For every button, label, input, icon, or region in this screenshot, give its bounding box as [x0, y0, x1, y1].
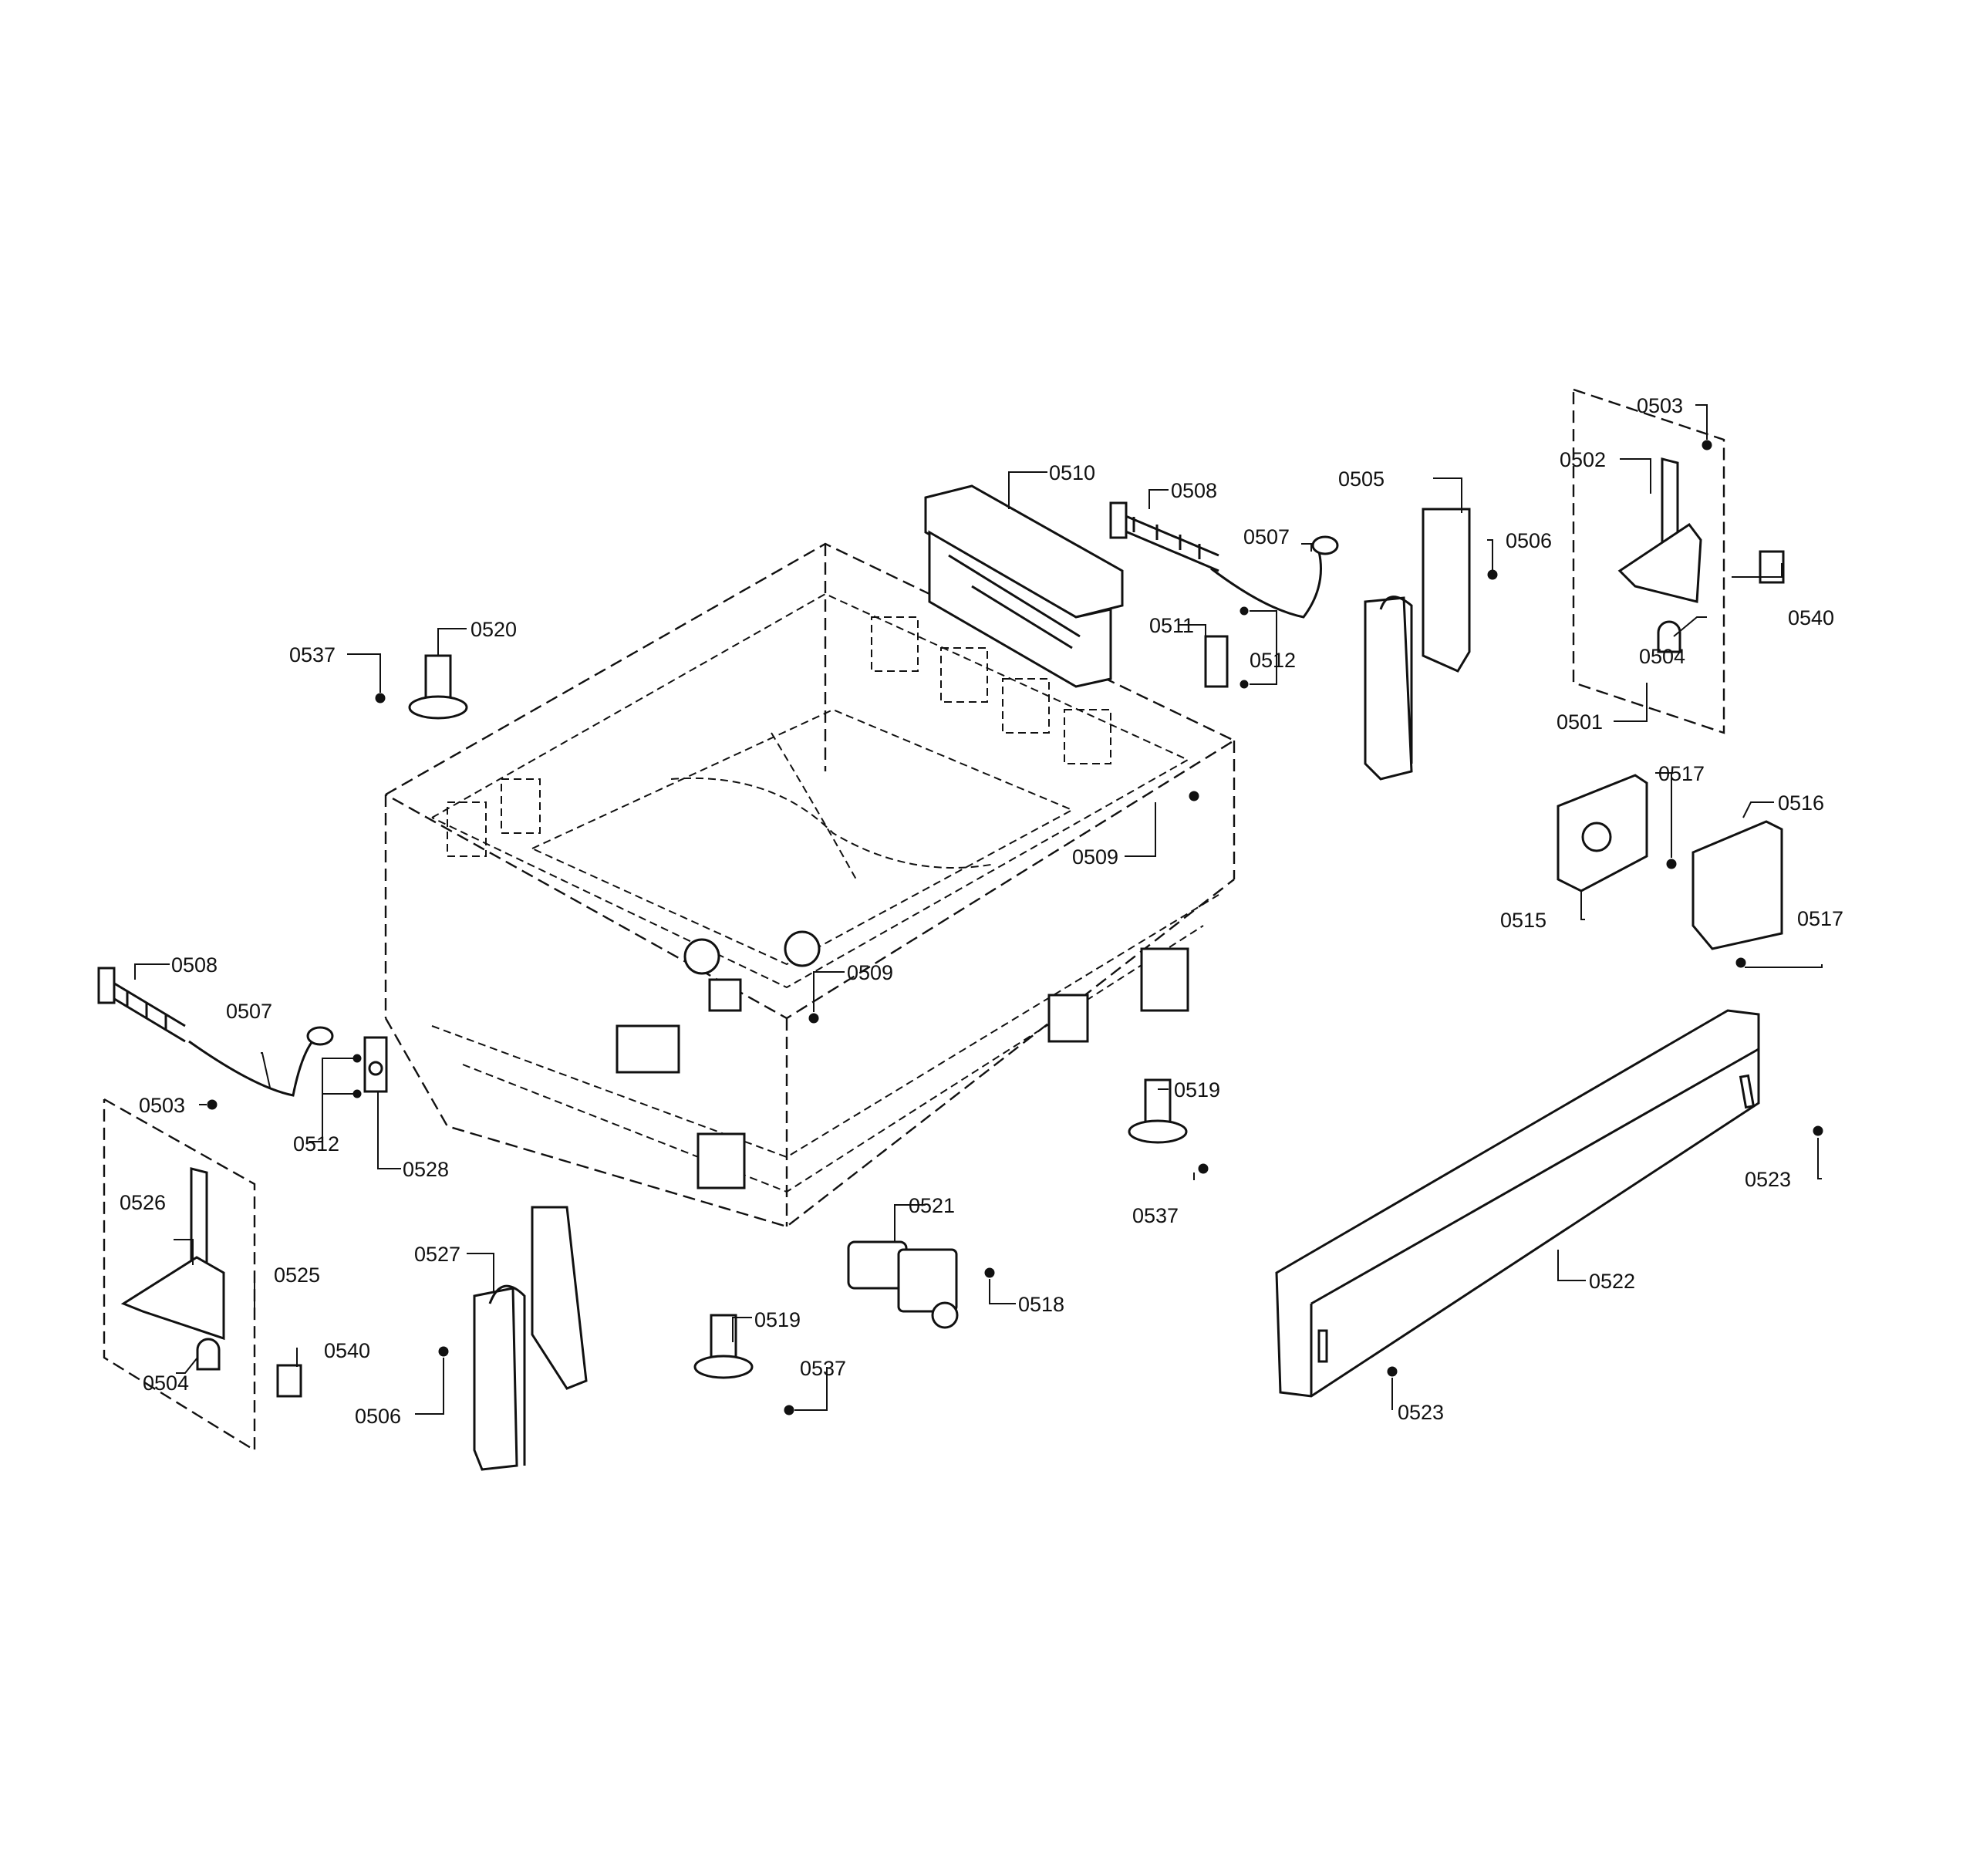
label-0504-left: 0504	[143, 1372, 189, 1395]
label-0503-left: 0503	[139, 1094, 185, 1117]
part-0501-hinge-group-right	[1572, 388, 1725, 734]
label-0523-lower: 0523	[1398, 1401, 1444, 1424]
part-0516-cover	[1691, 820, 1783, 950]
part-0507-cable-left	[188, 1026, 334, 1097]
part-0508-hinge-spring-left	[97, 967, 186, 1043]
label-0505: 0505	[1338, 467, 1385, 491]
label-0510: 0510	[1049, 461, 1095, 484]
label-0527: 0527	[414, 1243, 460, 1266]
leader-lines	[134, 404, 1823, 1415]
label-0520: 0520	[471, 618, 517, 641]
part-labels: 0510 0508 0507 0505 0506 0503 0502 0504 …	[120, 394, 1843, 1428]
label-0519-left: 0519	[754, 1308, 801, 1331]
label-0516: 0516	[1778, 791, 1824, 815]
part-0510-control-module	[924, 484, 1124, 688]
label-0540-right: 0540	[1788, 606, 1834, 629]
label-0537-upper: 0537	[289, 643, 336, 666]
label-0502: 0502	[1560, 448, 1606, 471]
label-0503-right: 0503	[1637, 394, 1683, 417]
label-0512-left: 0512	[293, 1132, 339, 1156]
part-0521-inlet-valve	[847, 1240, 959, 1329]
label-0517-upper: 0517	[1658, 762, 1705, 785]
part-0527-hinge-bracket	[473, 1206, 588, 1471]
part-0525-hinge-group-left	[103, 1098, 256, 1453]
part-0507-cable-right	[1210, 535, 1339, 619]
part-0511-bracket	[1204, 635, 1229, 688]
part-0519-leveling-foot-left	[693, 1314, 754, 1379]
label-0517-lower: 0517	[1797, 907, 1843, 930]
label-0526: 0526	[120, 1191, 166, 1214]
label-0515: 0515	[1500, 909, 1546, 932]
part-0508-hinge-spring-right	[1109, 501, 1219, 572]
label-0537-right: 0537	[1132, 1204, 1179, 1227]
part-0519-leveling-foot-right	[1128, 1078, 1188, 1144]
label-0501: 0501	[1557, 710, 1603, 734]
label-0522: 0522	[1589, 1270, 1635, 1293]
label-0512-right: 0512	[1250, 649, 1296, 672]
label-0511: 0511	[1149, 614, 1194, 637]
tub-frame	[384, 542, 1236, 1228]
label-0507-left: 0507	[226, 1000, 272, 1023]
part-0540-clip-left	[276, 1364, 302, 1398]
label-0509-left: 0509	[847, 961, 893, 984]
label-0537-left: 0537	[800, 1357, 846, 1380]
label-0519-right: 0519	[1174, 1078, 1220, 1102]
label-0506-right: 0506	[1506, 529, 1552, 552]
label-0507-right: 0507	[1243, 525, 1290, 548]
label-0525: 0525	[274, 1264, 320, 1287]
screws	[207, 440, 1823, 1415]
label-0508-right: 0508	[1171, 479, 1217, 502]
label-0506-left: 0506	[355, 1405, 401, 1428]
label-0509-right: 0509	[1072, 845, 1118, 869]
label-0523-right: 0523	[1745, 1168, 1791, 1191]
part-0522-kick-plate	[1275, 1009, 1760, 1398]
label-0528: 0528	[403, 1158, 449, 1181]
part-0520-leveling-foot	[408, 654, 468, 720]
label-0521: 0521	[909, 1194, 955, 1217]
label-0504-right: 0504	[1639, 645, 1685, 668]
part-0515-mount-bracket	[1557, 774, 1648, 892]
label-0540-left: 0540	[324, 1339, 370, 1362]
label-0518: 0518	[1018, 1293, 1064, 1316]
part-0528-bracket	[363, 1036, 388, 1093]
part-0505-hinge-bracket	[1364, 508, 1471, 781]
label-0508-left: 0508	[171, 953, 218, 977]
